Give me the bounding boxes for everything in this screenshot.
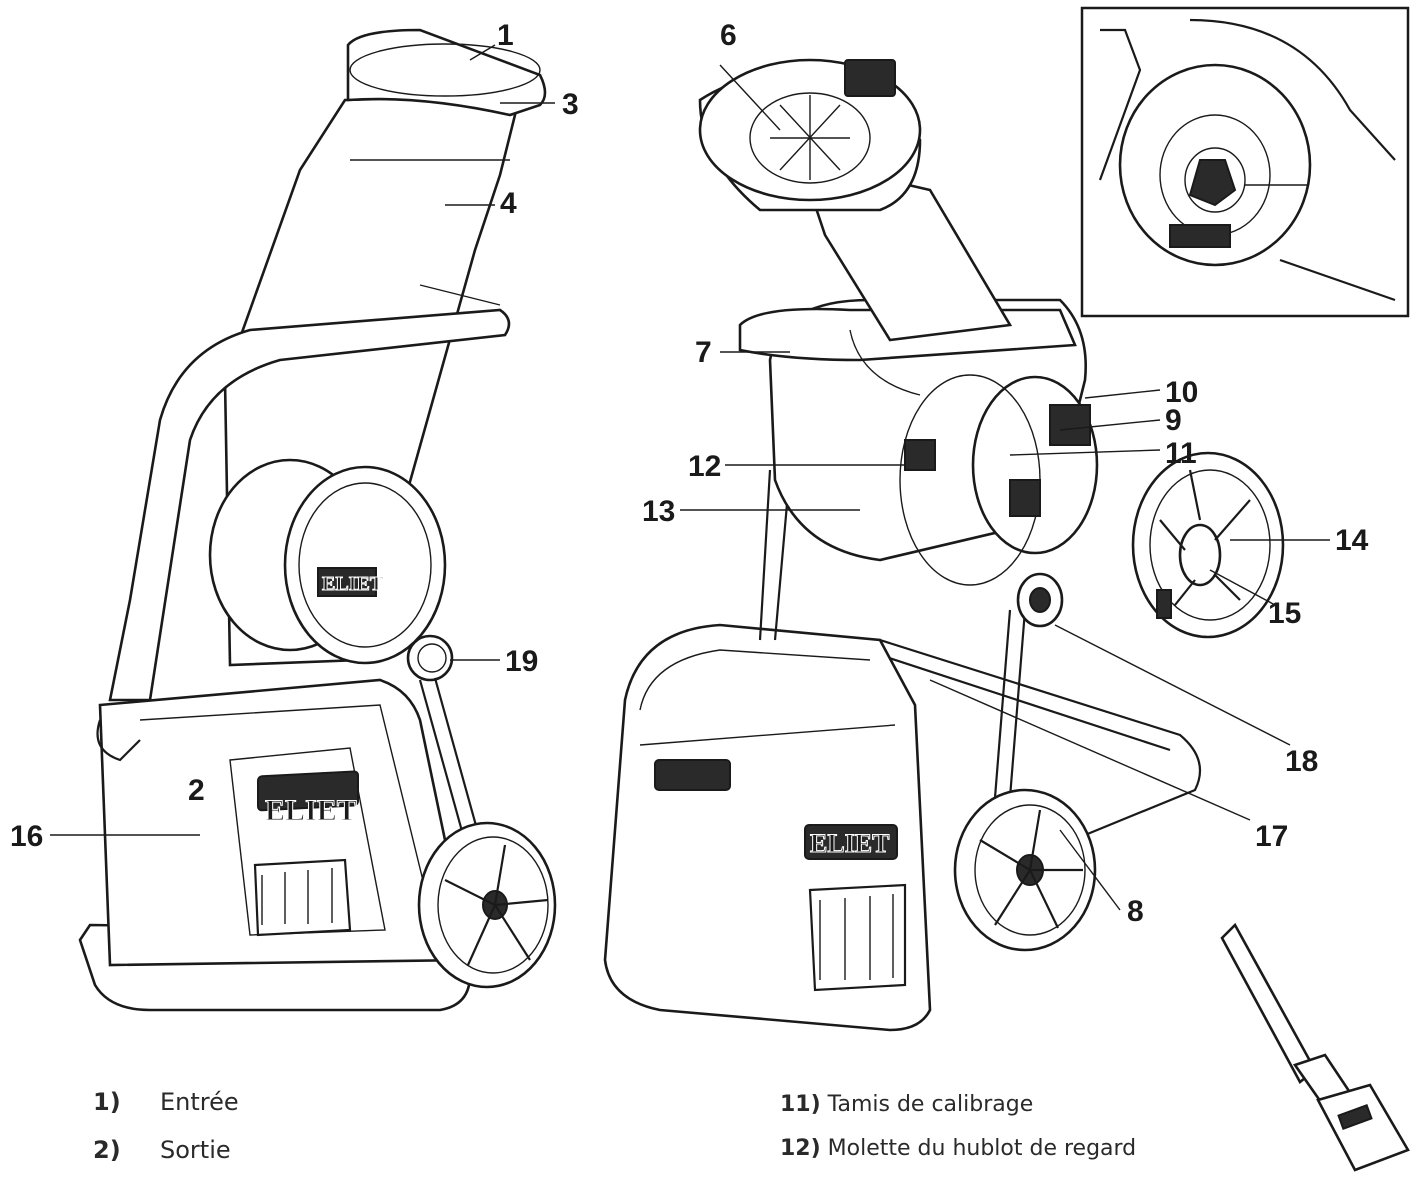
callout-14: 14 xyxy=(1335,524,1369,557)
spanner-tool xyxy=(1220,922,1410,1172)
callout-10: 10 xyxy=(1165,376,1198,409)
legend-number: 2) xyxy=(93,1136,121,1164)
callout-2: 2 xyxy=(188,774,205,807)
legend-number: 11) xyxy=(780,1092,821,1117)
leader-lines xyxy=(50,44,1330,911)
right-shredder-drawing: ELIET xyxy=(603,58,1285,1032)
legend-item: 11) Tamis de calibrage xyxy=(780,1092,1033,1117)
callout-3: 3 xyxy=(562,88,579,121)
callout-13: 13 xyxy=(642,495,675,528)
left-shredder-drawing: ELIET ELIET xyxy=(78,28,557,1012)
legend-label: Tamis de calibrage xyxy=(827,1092,1034,1117)
callout-19: 19 xyxy=(505,645,538,678)
legend-number: 1) xyxy=(93,1088,121,1116)
right-brand-logo: ELIET xyxy=(810,829,890,858)
motor-brand-logo: ELIET xyxy=(322,573,384,595)
callout-6: 6 xyxy=(720,19,737,52)
callout-18: 18 xyxy=(1285,745,1318,778)
callout-15: 15 xyxy=(1268,597,1301,630)
legend-item: 2) Sortie xyxy=(93,1136,231,1164)
callout-17: 17 xyxy=(1255,820,1288,853)
legend-label: Sortie xyxy=(160,1136,231,1164)
left-brand-logo: ELIET xyxy=(265,794,357,827)
inset-detail xyxy=(1080,6,1410,318)
callout-1: 1 xyxy=(497,19,514,52)
callout-11: 11 xyxy=(1165,437,1197,470)
callout-9: 9 xyxy=(1165,404,1182,437)
callout-8: 8 xyxy=(1127,895,1144,928)
legend-label: Entrée xyxy=(160,1088,239,1116)
legend-item: 1) Entrée xyxy=(93,1088,239,1116)
legend-number: 12) xyxy=(780,1136,821,1161)
callout-12: 12 xyxy=(688,450,721,483)
callout-16: 16 xyxy=(10,820,43,853)
callout-labels: 1 2 3 4 6 7 8 9 10 11 12 13 14 15 16 17 … xyxy=(10,19,1369,928)
legend-label: Molette du hublot de regard xyxy=(827,1136,1137,1161)
callout-7: 7 xyxy=(695,336,712,369)
callout-4: 4 xyxy=(500,187,517,220)
legend-item: 12) Molette du hublot de regard xyxy=(780,1136,1136,1161)
